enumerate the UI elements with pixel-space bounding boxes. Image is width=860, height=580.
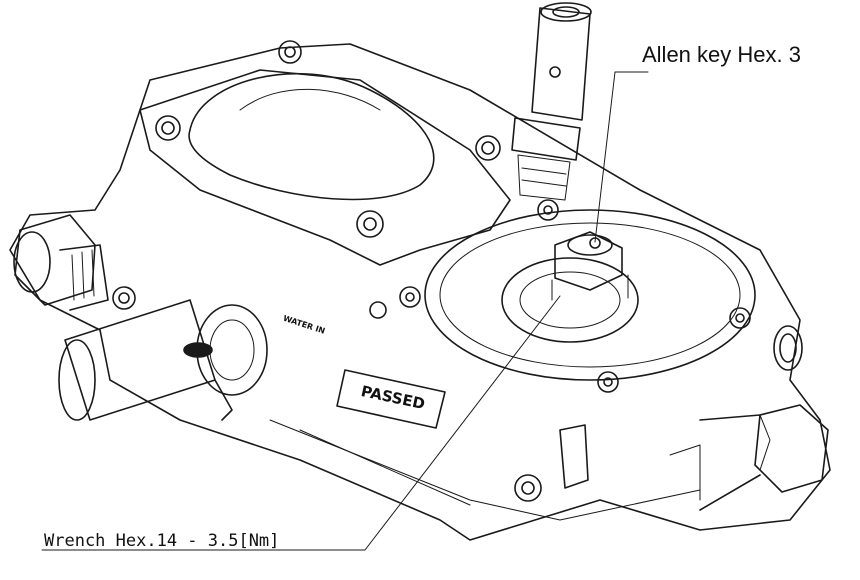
wrench-callout: Wrench Hex.14 - 3.5[Nm] <box>44 531 279 551</box>
allen-key-callout: Allen key Hex. 3 <box>642 42 801 67</box>
hex-plug <box>699 404 829 511</box>
top-fitting <box>511 2 592 201</box>
diaphragm-chamber <box>424 209 756 381</box>
housing-outline <box>9 43 831 541</box>
side-bolt <box>112 286 136 310</box>
chamber-bolt <box>399 286 421 308</box>
chamber-bolt <box>597 371 619 393</box>
allen-key-leader <box>594 71 649 243</box>
chamber-bolt <box>537 199 559 221</box>
upper-cover <box>139 69 511 266</box>
adjusting-nut <box>551 231 629 301</box>
side-bolt <box>514 474 542 502</box>
water-in-label: WATER IN <box>282 314 326 336</box>
side-bolt <box>369 301 387 319</box>
diaphragm-ring <box>501 257 639 343</box>
left-inlet-fitting <box>13 214 109 311</box>
right-port <box>773 325 803 371</box>
water-in-pipe <box>58 299 268 421</box>
cover-bolt <box>278 40 302 64</box>
chamber-bolt <box>729 307 751 329</box>
passed-plate <box>336 369 446 429</box>
cover-bolt <box>475 135 501 161</box>
cover-dome <box>188 72 435 201</box>
wrench-leader <box>41 295 561 551</box>
cover-bolt <box>155 115 181 141</box>
passed-label: PASSED <box>359 382 426 413</box>
cover-bolt <box>356 210 384 238</box>
